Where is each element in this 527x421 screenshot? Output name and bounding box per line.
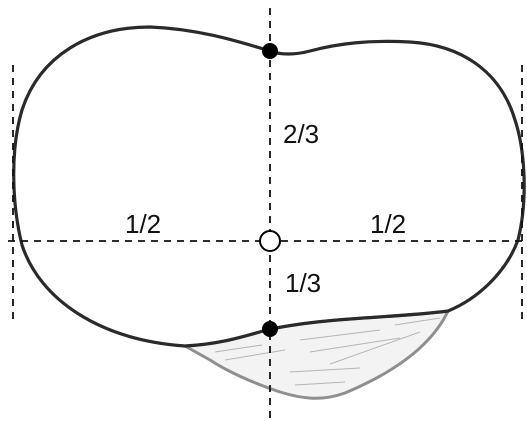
bottom-point-dot xyxy=(262,321,278,337)
top-point-dot xyxy=(262,43,278,59)
right-half-label: 1/2 xyxy=(370,209,406,239)
center-point-circle xyxy=(260,231,280,251)
upper-fraction-label: 2/3 xyxy=(283,119,319,149)
lower-fraction-label: 1/3 xyxy=(285,268,321,298)
posterior-shaded-region xyxy=(185,311,448,398)
body-outline xyxy=(14,27,524,346)
left-half-label: 1/2 xyxy=(125,209,161,239)
